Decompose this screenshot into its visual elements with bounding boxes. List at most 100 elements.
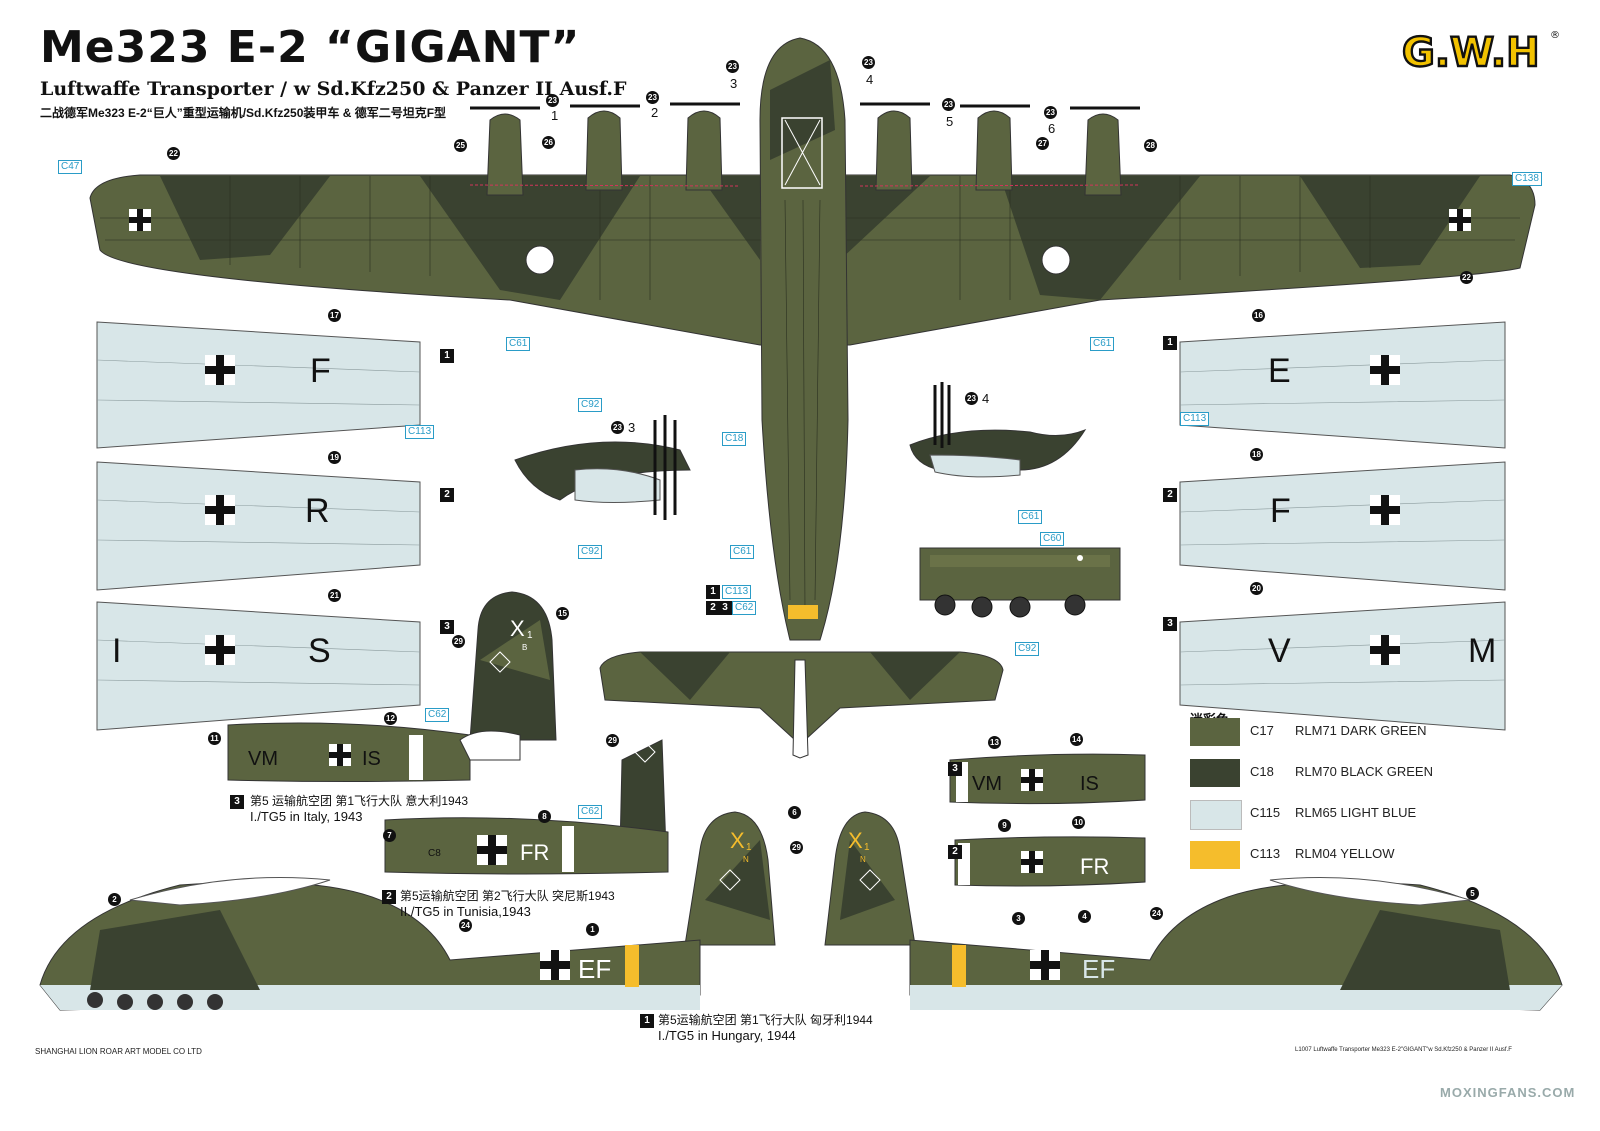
scheme-tag-2-band: 2: [706, 601, 720, 615]
fuselage-lines: [784, 199, 821, 611]
engine-number-5: 5: [946, 114, 954, 129]
scheme-tag-1-caption: 1: [640, 1014, 654, 1028]
color-ref-c62-band: C62: [732, 601, 757, 615]
page-subtitle-chinese: 二战德军Me323 E-2“巨人”重型运输机/Sd.Kfz250装甲车 & 德军…: [40, 106, 447, 120]
decal-marker-23-e2: 23: [646, 91, 659, 104]
underside-cross-left-3: [205, 635, 235, 665]
color-ref-c92-vehicle: C92: [1015, 642, 1040, 656]
page-title: Me323 E-2 “GIGANT”: [40, 22, 581, 73]
color-ref-c92-top: C92: [578, 398, 603, 412]
decal-marker-23-e5: 23: [942, 98, 955, 111]
wing-cross-right: [1449, 209, 1471, 231]
wing-letter-left-3: S: [308, 632, 331, 670]
decal-marker-14: 14: [1070, 733, 1083, 746]
underside-cross-right-3: [1370, 635, 1400, 665]
wing-underside-left-1: [96, 321, 421, 449]
fuselage-camo: [770, 60, 835, 160]
side-view-left: EF: [39, 877, 701, 1011]
rear-fuselage-scheme2-right: FR: [954, 836, 1146, 887]
decal-marker-23-e4: 23: [862, 56, 875, 69]
engine-number-1: 1: [551, 108, 559, 123]
fin-code-x1-left: X: [730, 828, 745, 853]
scheme-tag-2-caption: 2: [382, 890, 396, 904]
legend-swatch-c113: [1190, 841, 1240, 869]
tail-fin-scheme3: X 1 B: [469, 591, 557, 741]
wing-letter-right-3: V: [1268, 632, 1291, 670]
color-ref-c62-scheme2: C62: [578, 805, 603, 819]
decal-marker-23-e1: 23: [546, 94, 559, 107]
logo-registered-mark: ®: [1550, 30, 1560, 41]
wing-roundel-left: [525, 245, 555, 275]
underside-panel-lines: [96, 359, 1506, 686]
scheme-tag-3-right-wing: 3: [1163, 617, 1177, 631]
engine-number-4: 4: [866, 72, 874, 87]
color-ref-c61-bottom: C61: [730, 545, 755, 559]
wing-underside-panels: [96, 321, 1506, 731]
legend-code-c17: C17: [1250, 723, 1274, 738]
cockpit-struts: [784, 119, 821, 186]
footer-kit-info: L1007 Luftwaffe Transporter Me323 E-2"GI…: [1295, 1047, 1512, 1053]
fin-code-b-scheme3: B: [522, 643, 527, 652]
scheme-tag-1-band: 1: [706, 585, 720, 599]
legend-code-c18: C18: [1250, 764, 1274, 779]
scheme-tag-1-right-wing: 1: [1163, 336, 1177, 350]
wing-underside-left-2: [96, 461, 421, 591]
code-ef-side-left: EF: [578, 954, 611, 984]
fin-code-sub-right: 1: [864, 842, 870, 853]
color-ref-c138: C138: [1512, 172, 1542, 186]
wing-cross-left: [129, 209, 151, 231]
decal-marker-23-e6: 23: [1044, 106, 1057, 119]
underside-letters: F R S I E F V M: [112, 352, 1496, 670]
scheme-tag-3-caption: 3: [230, 795, 244, 809]
legend-swatch-c18: [1190, 759, 1240, 787]
propellers: [470, 102, 1140, 110]
decal-marker-5: 5: [1466, 887, 1479, 900]
wing-camo-left: [160, 176, 760, 300]
caption-scheme3-chinese: 第5 运输航空团 第1飞行大队 意大利1943: [250, 794, 469, 808]
decal-marker-2: 2: [108, 893, 121, 906]
color-ref-c61-right: C61: [1090, 337, 1115, 351]
wing-underside-right-1: [1179, 321, 1506, 449]
scheme-tag-3-right-fuselage: 3: [948, 762, 962, 776]
color-ref-c113-right: C113: [1180, 412, 1210, 426]
color-ref-c62-scheme3: C62: [425, 708, 450, 722]
engine-number-6: 6: [1048, 121, 1056, 136]
decal-marker-13: 13: [988, 736, 1001, 749]
side-view-right: EF: [909, 877, 1563, 1011]
wing-underside-right-2: [1179, 461, 1506, 591]
decal-marker-9: 9: [998, 819, 1011, 832]
legend-code-c113: C113: [1250, 846, 1281, 861]
decal-marker-20: 20: [1250, 582, 1263, 595]
scheme-tag-3-left-wing: 3: [440, 620, 454, 634]
decal-marker-29-b: 29: [606, 734, 619, 747]
wing-underside-right-3: [1179, 601, 1506, 731]
underside-cross-left-1: [205, 355, 235, 385]
tail-fin-scheme1-left: X 1 N: [684, 811, 776, 946]
decal-marker-23-side-right: 23: [965, 392, 978, 405]
caption-scheme3-english: I./TG5 in Italy, 1943: [250, 809, 363, 824]
caption-scheme2-english: II./TG5 in Tunisia,1943: [400, 904, 531, 919]
color-ref-c18: C18: [722, 432, 747, 446]
color-ref-c61-engine: C61: [1018, 510, 1043, 524]
decal-marker-1: 1: [586, 923, 599, 936]
page-subtitle: Luftwaffe Transporter / w Sd.Kfz250 & Pa…: [40, 78, 627, 100]
decal-marker-7: 7: [383, 829, 396, 842]
tailplane-camo: [640, 652, 960, 700]
rear-fuselage-scheme2-left: C8 FR: [384, 817, 669, 875]
wing-letter-right-1: E: [1268, 352, 1291, 390]
color-ref-c60: C60: [1040, 532, 1065, 546]
decal-marker-6: 6: [788, 806, 801, 819]
fin-code-n-right: N: [860, 855, 866, 864]
decal-marker-24-right: 24: [1150, 907, 1163, 920]
tail-fin-scheme1-right: X 1 N: [824, 811, 916, 946]
decal-marker-27: 27: [1036, 137, 1049, 150]
logo-text: G.W.H: [1402, 30, 1540, 76]
code-fr-scheme2-right: FR: [1080, 854, 1109, 879]
legend-name-c18: RLM70 BLACK GREEN: [1295, 764, 1433, 779]
decal-marker-12: 12: [384, 712, 397, 725]
underside-cross-left-2: [205, 495, 235, 525]
color-ref-c61-left: C61: [506, 337, 531, 351]
color-ref-c113-band: C113: [722, 585, 752, 599]
top-view-aircraft: [89, 37, 1536, 759]
yellow-fuselage-band: [788, 605, 818, 619]
